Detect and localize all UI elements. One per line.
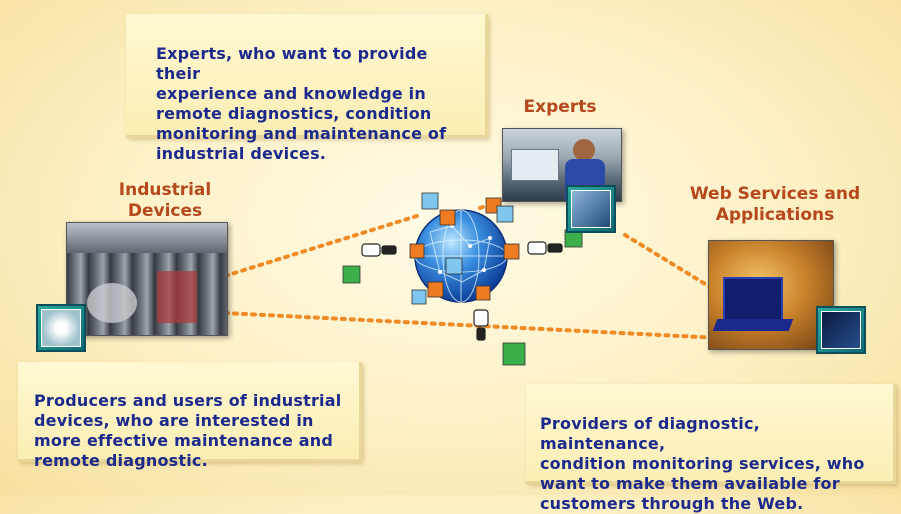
industrial-devices-label: Industrial Devices (118, 180, 212, 221)
industrial-thumbnail-icon (36, 304, 86, 352)
producers-description-text: Producers and users of industrial device… (34, 391, 342, 470)
data-cubes (342, 192, 583, 366)
network-diagram (223, 192, 722, 366)
plug-connector-icon (361, 241, 563, 341)
experts-label: Experts (523, 97, 597, 117)
experts-photo (502, 128, 622, 202)
producers-description-box: Producers and users of industrial device… (18, 362, 362, 470)
experts-description-text: Experts, who want to provide their exper… (156, 44, 447, 163)
experts-description-box: Experts, who want to provide their exper… (126, 14, 488, 163)
web-services-label: Web Services and Applications (689, 184, 861, 225)
cube-blue (445, 257, 463, 275)
experts-thumbnail-icon (566, 185, 616, 233)
industrial-devices-photo (66, 222, 228, 336)
cube-orange (503, 243, 520, 260)
cube-green (342, 265, 361, 284)
cube-orange (439, 209, 456, 226)
cube-orange (409, 243, 425, 259)
cube-blue (421, 192, 439, 210)
link-experts-to-web (623, 233, 717, 292)
cube-blue (496, 205, 514, 223)
cube-orange (427, 281, 444, 298)
cube-green (502, 342, 526, 366)
web-services-thumbnail-icon (816, 306, 866, 354)
web-services-photo (708, 240, 834, 350)
providers-description-box: Providers of diagnostic, maintenance, co… (526, 384, 896, 513)
providers-description-text: Providers of diagnostic, maintenance, co… (540, 414, 865, 513)
cube-orange (475, 285, 491, 301)
cube-blue (411, 289, 427, 305)
link-industrial-to-globe (223, 213, 422, 278)
link-industrial-to-web (223, 311, 722, 340)
